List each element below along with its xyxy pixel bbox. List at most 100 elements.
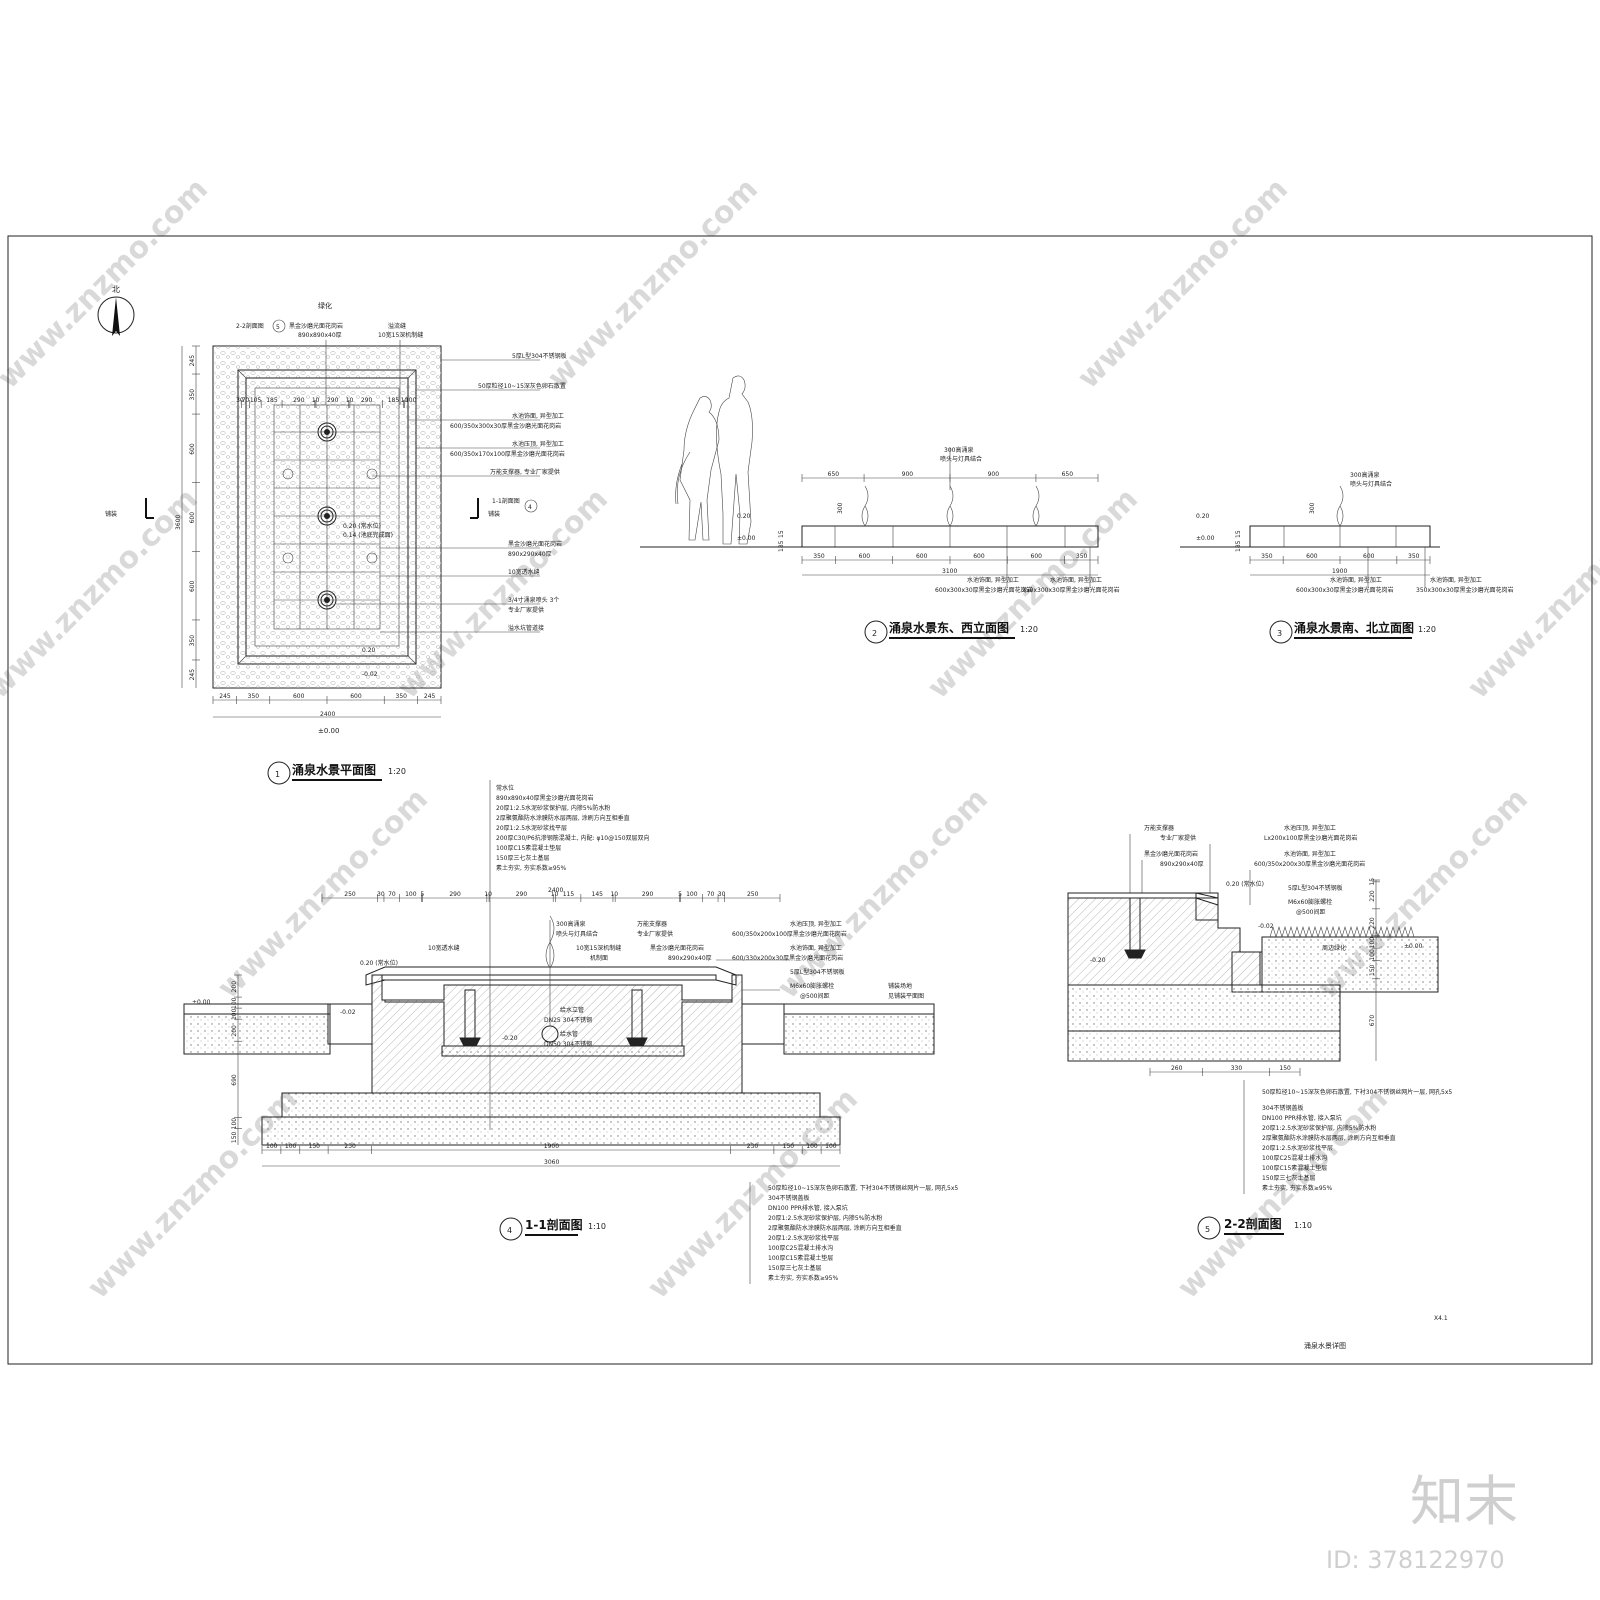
plan-callout: 黑金沙磨光面花岗岩 [508, 540, 562, 548]
support-pedestal [366, 468, 378, 480]
sec11-label: 600/330x200x30厚黑金沙磨光面花岗岩 [732, 954, 843, 962]
dim-label: 70 [707, 891, 715, 898]
dim-label: 115 [563, 891, 575, 898]
pool-floor-screed [441, 1045, 685, 1057]
dim-label: 185 [266, 397, 278, 404]
view-number: 3 [1277, 629, 1282, 638]
sec11-top-notes: 常水位 890x890x40厚黑金沙磨光面花岗岩 20厚1:2.5水泥砂浆保护层… [489, 780, 650, 1130]
dim-label: 600 [189, 580, 196, 592]
dim-label: 330 [1231, 1065, 1243, 1072]
sec22-note: 20厚1:2.5水泥砂浆找平层 [1262, 1144, 1333, 1152]
elev-level: 0.20 [737, 513, 751, 520]
dim-label: 350 [396, 693, 408, 700]
sec22-level: -0.20 [1090, 957, 1106, 964]
elev-callout: 水池饰面, 异型加工 [1330, 576, 1382, 584]
soil-green [1261, 936, 1439, 993]
sec22-label: 600/350x200x30厚黑金沙磨光面花岗岩 [1254, 860, 1365, 868]
dim-label: 350 [189, 635, 196, 647]
view-title-plan: 1 涌泉水景平面图 1:20 [267, 761, 406, 785]
dim-label: 600 [1363, 553, 1375, 560]
elev-level-zero: ±0.00 [737, 535, 756, 542]
elev-dim-total: 3100 [942, 568, 957, 575]
dim-label: 5 [420, 891, 424, 898]
plan-callout: 10宽15深机制缝 [378, 331, 423, 339]
elev-side-dim: 185 [778, 540, 785, 552]
dim-label: 245 [424, 693, 436, 700]
sec22-note: 2厚聚氨酯防水涂膜防水层两层, 涂刷方向互相垂直 [1262, 1134, 1396, 1142]
plan-level-water: 0.20 (常水位) [343, 522, 381, 530]
sec22-note: 100厚C25混凝土排水沟 [1262, 1154, 1327, 1162]
elev-callout: 350x300x30厚黑金沙磨光面花岗岩 [1022, 586, 1120, 594]
sec11-label: 给水管 [560, 1030, 578, 1038]
sec11-note: 50厚粒径10~15深灰色卵石散置, 下衬304不锈钢丝网片一层, 网孔5x5 [768, 1184, 958, 1192]
dim-label: 200 [231, 981, 238, 993]
sec11-note: 2厚聚氨酯防水涂膜防水层两层, 涂刷方向互相垂直 [496, 814, 630, 822]
dim-label: 1900 [544, 1143, 559, 1150]
plan-sec22-ref: 2-2剖面图 [236, 322, 264, 330]
sec22-note: 304不锈钢盖板 [1262, 1104, 1303, 1112]
elev-level-zero: ±0.00 [1196, 535, 1215, 542]
dim-label: 350 [1261, 553, 1273, 560]
dim-label: 220 [1369, 917, 1376, 929]
dim-label: 10 [551, 891, 559, 898]
fountain-nozzle [317, 590, 337, 610]
dim-label: 145 [592, 891, 604, 898]
plan-callout: 水池压顶, 异型加工 [512, 440, 564, 448]
sec11-label: 300高涌泉 [556, 920, 585, 928]
north-label: 北 [112, 285, 120, 294]
dim-label: 100 [405, 397, 417, 404]
sec22-note: 100厚C15素混凝土垫层 [1262, 1164, 1327, 1172]
dim-label: 250 [747, 891, 759, 898]
sec11-label: 890x290x40厚 [668, 955, 712, 962]
sec11-label: 黑金沙磨光面花岗岩 [650, 944, 704, 952]
sec11-level: ±0.00 [192, 999, 211, 1006]
dim-label: 650 [828, 471, 840, 478]
dim-label: 100 [231, 997, 238, 1009]
view-title-sec11: 4 1-1剖面图 1:10 [499, 1217, 606, 1241]
view-title: 涌泉水景东、西立面图 [889, 620, 1009, 635]
fountain-spray [861, 485, 1040, 527]
watermark-text: www.znzmo.com [541, 172, 765, 396]
plan-callout: 黑金沙磨光面花岗岩 [289, 322, 343, 330]
plan-callout: 溢水坑管道接 [508, 624, 544, 632]
view-title-elev-ns: 3 涌泉水景南、北立面图 1:20 [1269, 620, 1436, 644]
dim-label: 100 [266, 1143, 278, 1150]
elev-height: 300 [837, 502, 844, 514]
stone-joints [834, 526, 1066, 547]
dim-label: 10 [484, 891, 492, 898]
view-title: 2-2剖面图 [1224, 1216, 1282, 1231]
brand-logo: 知末 [1410, 1470, 1518, 1533]
support-pedestal [282, 552, 294, 564]
dim-label: 600 [189, 443, 196, 455]
view-scale: 1:20 [1020, 625, 1038, 634]
section-1-1: 常水位 890x890x40厚黑金沙磨光面花岗岩 20厚1:2.5水泥砂浆保护层… [183, 780, 958, 1284]
dim-label: 600 [973, 553, 985, 560]
dim-label: 290 [516, 891, 528, 898]
sec22-label: 水池饰面, 异型加工 [1284, 850, 1336, 858]
elev-height: 300 [1309, 502, 1316, 514]
dim-label: 105 [250, 397, 262, 404]
dim-label: 290 [361, 397, 373, 404]
view-scale: 1:20 [1418, 625, 1436, 634]
sec11-label: 喷头与灯具结合 [556, 930, 598, 938]
sec11-label: 600/350x200x100厚黑金沙磨光面花岗岩 [732, 930, 847, 938]
dim-label: 230 [344, 1143, 356, 1150]
support-pedestal [1124, 897, 1146, 959]
support-pedestal [282, 468, 294, 480]
sec11-note: 20厚1:2.5水泥砂浆保护层, 内掺5%防水粉 [768, 1214, 882, 1222]
dim-label: 230 [747, 1143, 759, 1150]
sheet-frame [7, 235, 1593, 1365]
section-marker-5: 5 [276, 324, 280, 331]
sec11-note: 常水位 [496, 784, 514, 792]
dim-label: 290 [327, 397, 339, 404]
sec11-note: 100厚C25混凝土排水沟 [768, 1244, 833, 1252]
sec22-label: M6x60膨胀螺栓 [1288, 898, 1332, 906]
view-title: 涌泉水景平面图 [292, 762, 376, 777]
concrete-pool [371, 974, 743, 1094]
sec11-level: -0.02 [340, 1009, 356, 1016]
